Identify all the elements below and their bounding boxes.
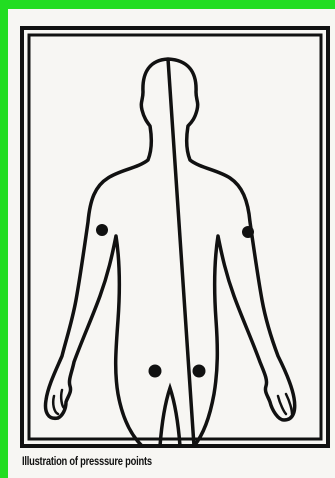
right-hand-outline (278, 394, 292, 414)
pressure-point-left-groin (149, 365, 162, 378)
pressure-point-right-arm (242, 226, 254, 238)
inner-frame (29, 35, 321, 439)
pressure-point-right-groin (193, 365, 206, 378)
left-hand-outline (53, 390, 64, 414)
pressure-point-left-arm (96, 224, 108, 236)
figure-caption: Illustration of presssure points (22, 454, 152, 468)
leg-gap-outline (160, 388, 180, 446)
